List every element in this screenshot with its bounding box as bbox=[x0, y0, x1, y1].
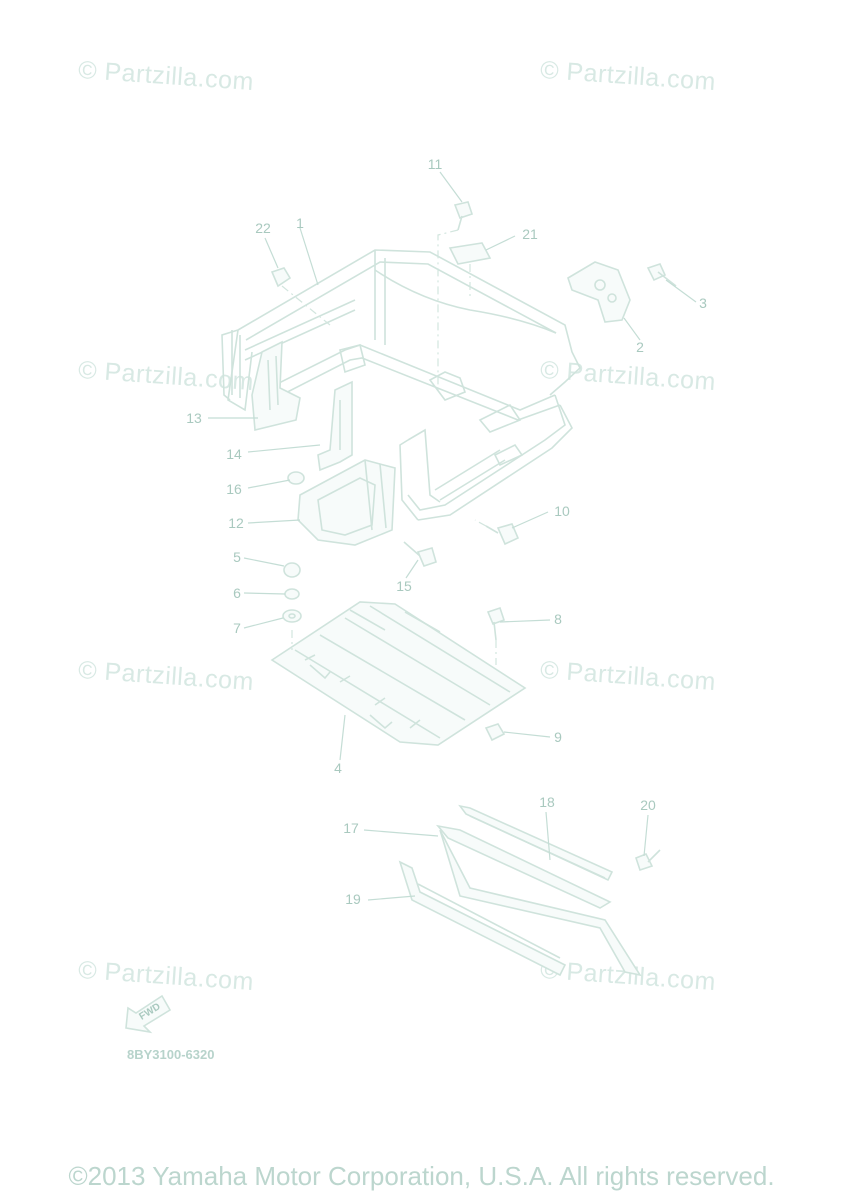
callout-20: 20 bbox=[640, 797, 656, 813]
rail-part-19 bbox=[398, 860, 567, 977]
callout-11: 11 bbox=[427, 156, 443, 172]
callout-5: 5 bbox=[233, 549, 241, 565]
nut-part-16 bbox=[287, 471, 305, 485]
callout-3: 3 bbox=[699, 295, 707, 311]
callout-8: 8 bbox=[554, 611, 562, 627]
callout-13: 13 bbox=[186, 410, 202, 426]
diagram-part-code: 8BY3100-6320 bbox=[127, 1047, 215, 1062]
callout-9: 9 bbox=[554, 729, 562, 745]
floor-panel-part-4 bbox=[270, 601, 527, 746]
bolt-part-10 bbox=[485, 523, 520, 546]
callout-18: 18 bbox=[539, 794, 555, 810]
callout-19: 19 bbox=[345, 891, 361, 907]
callout-22: 22 bbox=[255, 220, 271, 236]
bracket-part-13 bbox=[251, 340, 301, 431]
callout-7: 7 bbox=[233, 620, 241, 636]
nut-part-9 bbox=[484, 723, 506, 742]
callout-6: 6 bbox=[233, 585, 241, 601]
bolt-part-3 bbox=[646, 263, 677, 287]
frame-part-1 bbox=[221, 249, 581, 521]
forward-arrow-icon bbox=[125, 994, 172, 1034]
label-part-21 bbox=[448, 242, 492, 265]
rail-part-18 bbox=[458, 804, 614, 882]
washer-part-6 bbox=[284, 588, 300, 600]
callout-16: 16 bbox=[226, 481, 242, 497]
bracket-part-14 bbox=[317, 380, 353, 472]
callout-17: 17 bbox=[343, 820, 359, 836]
callout-4: 4 bbox=[334, 760, 342, 776]
copyright-notice: ©2013 Yamaha Motor Corporation, U.S.A. A… bbox=[68, 1161, 775, 1191]
callout-12: 12 bbox=[228, 515, 244, 531]
latch-part-2 bbox=[567, 261, 631, 323]
nut-part-5 bbox=[283, 562, 301, 578]
callout-14: 14 bbox=[226, 446, 242, 462]
bolt-part-11 bbox=[453, 201, 474, 220]
bolt-part-15 bbox=[403, 541, 437, 567]
nut-part-22 bbox=[270, 267, 292, 288]
bolt-part-8 bbox=[486, 606, 506, 641]
callout-2: 2 bbox=[636, 339, 644, 355]
callout-21: 21 bbox=[522, 226, 538, 242]
callout-15: 15 bbox=[396, 578, 412, 594]
rail-part-17 bbox=[435, 824, 612, 909]
callout-1: 1 bbox=[296, 215, 304, 231]
callout-10: 10 bbox=[554, 503, 570, 519]
washer-part-7 bbox=[282, 609, 302, 623]
clip-part-20 bbox=[635, 849, 661, 872]
